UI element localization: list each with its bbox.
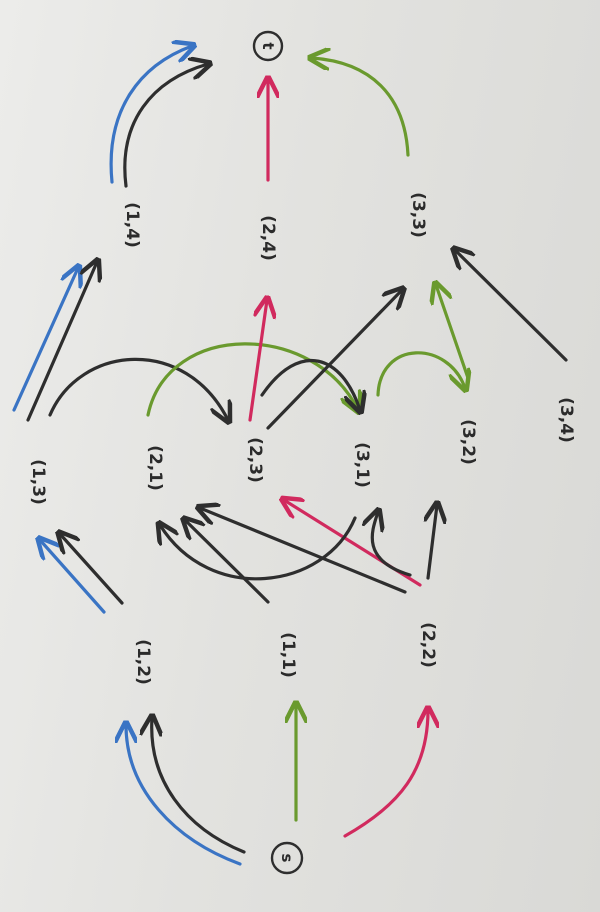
edge-2-3-to-2-4 (248, 300, 267, 422)
node-s: s (270, 841, 304, 875)
node-1-3-label: (1,3) (28, 459, 48, 505)
edge-3-1-to-2-1 (160, 516, 357, 581)
nodes-layer: s t (1,2) (1,3) (1,4) (1,1) (2,1) (2,2) … (28, 30, 576, 875)
edge-3-1-to-3-2 (376, 351, 465, 397)
edge-1-2-to-1-3-black (60, 534, 124, 605)
edge-1-3-to-2-3 (48, 357, 228, 420)
node-2-2-label: (2,2) (418, 622, 438, 668)
node-2-1-label: (2,1) (145, 445, 165, 491)
edge-3-3-to-t (312, 58, 410, 157)
edge-2-1-to-3-1 (146, 342, 358, 415)
edge-1-2-to-1-3-blue (40, 540, 106, 614)
edge-2-3-to-3-3 (266, 290, 402, 430)
edge-3-4-to-3-3 (455, 250, 568, 362)
edge-3-2-to-3-3 (436, 285, 470, 380)
node-1-2-label: (1,2) (133, 639, 153, 685)
node-3-2-label: (3,2) (458, 419, 478, 465)
node-3-1-label: (3,1) (352, 442, 372, 488)
node-3-4-label: (3,4) (556, 397, 576, 443)
node-1-4-label: (1,4) (122, 202, 142, 248)
node-t: t (252, 30, 284, 62)
edge-2-2-to-2-1 (200, 508, 407, 594)
edge-1-1-to-2-1 (185, 520, 270, 604)
edge-s-to-1-2-black (152, 718, 246, 854)
edge-1-4-to-t-black (123, 64, 208, 188)
edges-layer (12, 46, 568, 866)
edge-1-3-to-1-4-black (26, 262, 97, 422)
edge-s-to-1-2-blue (126, 725, 242, 866)
node-s-label: s (278, 854, 296, 863)
node-t-circle (252, 30, 284, 62)
node-2-3-label: (2,3) (245, 437, 265, 483)
edge-2-2-to-3-2-b (428, 505, 437, 580)
node-2-4-label: (2,4) (258, 215, 278, 261)
node-t-label: t (259, 42, 277, 49)
edge-2-2-to-3-2-a (372, 512, 412, 577)
edge-1-4-to-t-blue (109, 46, 192, 184)
edge-2-3-to-3-1 (260, 358, 360, 410)
edge-1-3-to-1-4-blue (12, 268, 78, 412)
edge-s-to-2-2 (343, 710, 428, 838)
node-1-1-label: (1,1) (278, 632, 298, 678)
node-s-circle (270, 841, 304, 875)
node-3-3-label: (3,3) (408, 192, 428, 238)
